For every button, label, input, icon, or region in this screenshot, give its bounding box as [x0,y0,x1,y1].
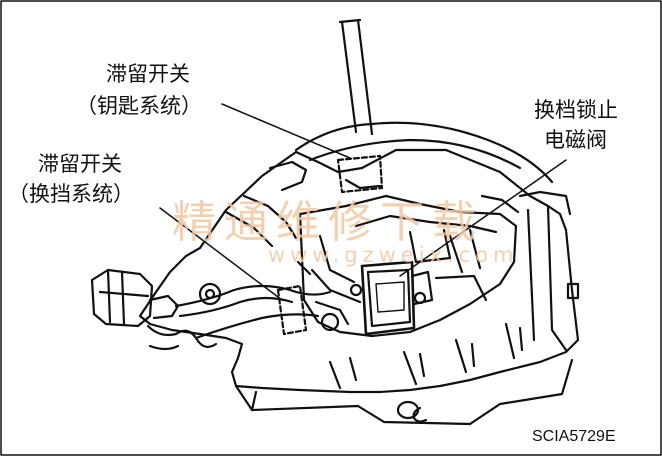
shift-lock-solenoid [360,260,434,336]
shift-lever-rod [338,18,374,136]
label-shift-lock-solenoid-subtitle: 电磁阀 [544,128,607,152]
park-switch-shift-marker [276,284,308,336]
side-slot [566,282,580,300]
mount-hole-bottom [396,400,420,420]
label-shift-lock-solenoid-title: 换档锁止 [534,98,618,122]
park-switch-key-marker [336,154,384,194]
label-park-switch-shift-subtitle: （换挡系统） [8,182,134,206]
wire-connector [90,268,218,351]
label-park-switch-shift-title: 滞留开关 [38,152,122,176]
leader-park-switch-key [221,103,351,159]
upper-housing [294,121,554,184]
leader-park-switch-shift [159,207,283,301]
label-park-switch-key-title: 滞留开关 [106,62,190,86]
label-park-switch-key-subtitle: （钥匙系统） [76,94,202,118]
mount-hole-left [198,282,222,306]
base-plate [234,358,574,426]
figure-code: SCIA5729E [532,428,616,445]
leader-shift-lock-solenoid [399,159,567,277]
wiring-harness [174,284,332,308]
